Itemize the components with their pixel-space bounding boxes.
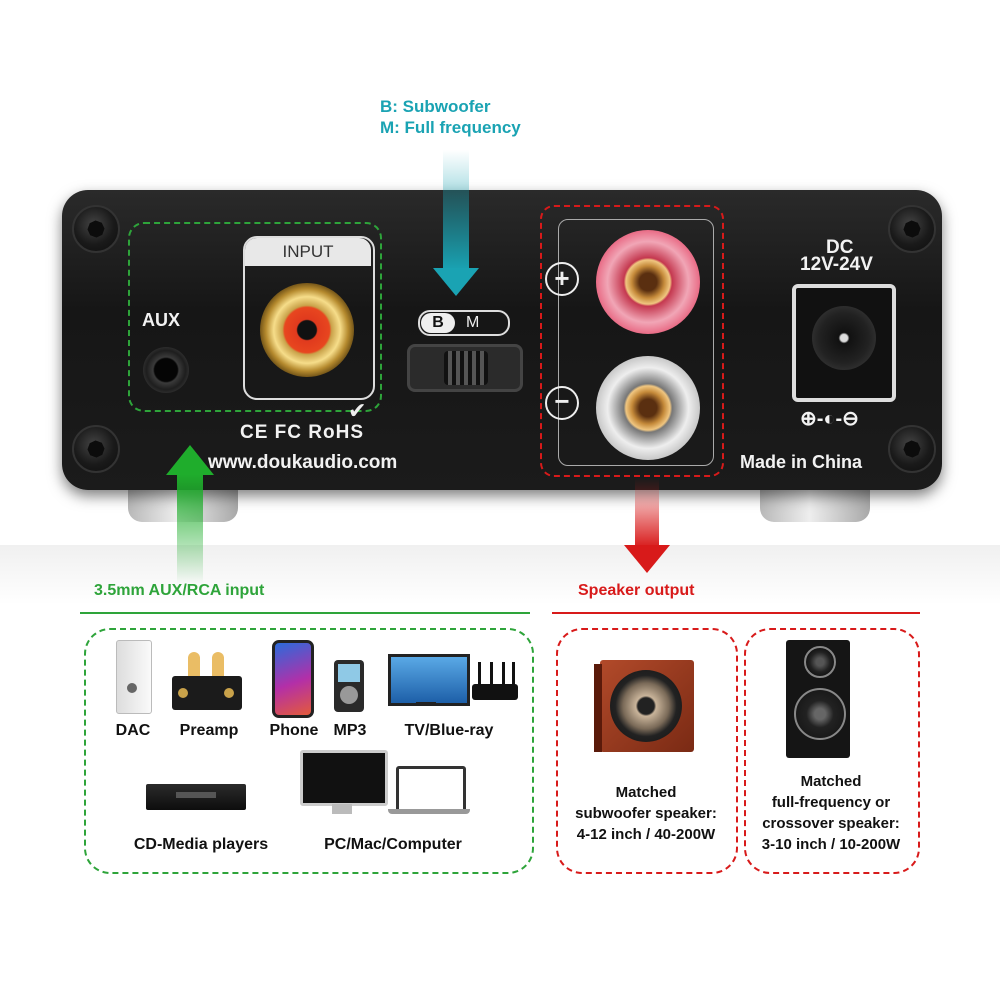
output-arrow-shaft	[635, 478, 659, 548]
dc-label: DC	[826, 237, 854, 258]
terminal-frame	[558, 219, 714, 466]
laptop-base	[388, 809, 470, 814]
input-frame	[243, 236, 375, 400]
source-label-phone: Phone	[269, 722, 319, 739]
plus-icon: +	[545, 262, 579, 296]
switch-b-label: B	[421, 313, 455, 333]
dc-jack[interactable]	[792, 284, 896, 402]
source-label-cd: CD-Media players	[133, 836, 269, 853]
surface-reflection	[0, 545, 1000, 605]
mode-switch[interactable]	[407, 344, 523, 392]
input-divider	[80, 612, 530, 614]
output-divider	[552, 612, 920, 614]
switch-callout-line2: M: Full frequency	[380, 118, 521, 137]
aux-label: AUX	[142, 310, 181, 330]
check-icon: ✔	[348, 398, 367, 423]
source-label-mp3: MP3	[333, 722, 367, 739]
tv-device-icon	[388, 654, 470, 706]
laptop-device-icon	[396, 766, 466, 812]
switch-arrow-icon	[433, 268, 479, 296]
fullrange-line1: Matched	[800, 773, 862, 790]
certification-marks: CE FC RoHS	[240, 422, 364, 443]
speaker-output-highlight-box	[540, 205, 724, 477]
switch-arrow-shaft	[443, 150, 469, 270]
subwoofer-line2: subwoofer speaker:	[575, 805, 717, 822]
output-section-title: Speaker output	[578, 582, 695, 599]
source-label-preamp: Preamp	[179, 722, 239, 739]
screw-icon	[72, 205, 120, 253]
switch-toggle[interactable]	[444, 351, 488, 385]
fullrange-line3: crossover speaker:	[762, 815, 900, 832]
fullrange-box	[744, 628, 920, 874]
aux-jack-icon[interactable]	[143, 347, 189, 393]
source-label-pc: PC/Mac/Computer	[324, 836, 462, 853]
preamp-device-icon	[172, 652, 242, 710]
output-arrow-icon	[624, 545, 670, 573]
input-highlight-box	[128, 222, 382, 412]
input-arrow-icon	[166, 445, 214, 475]
dc-voltage-label: 12V-24V	[800, 254, 873, 275]
source-label-tv: TV/Blue-ray	[404, 722, 494, 739]
screw-icon	[888, 425, 936, 473]
fullrange-line4: 3-10 inch / 10-200W	[761, 836, 901, 853]
monitor-stand	[332, 804, 352, 814]
monitor-device-icon	[300, 750, 388, 806]
mp3-device-icon	[334, 660, 364, 712]
phone-device-icon	[272, 640, 314, 718]
positive-binding-post-icon[interactable]	[596, 230, 700, 334]
router-device-icon	[472, 684, 518, 700]
subwoofer-line1: Matched	[615, 784, 677, 801]
negative-binding-post-icon[interactable]	[596, 356, 700, 460]
tv-stand	[416, 702, 436, 706]
fullrange-line2: full-frequency or	[771, 794, 891, 811]
minus-icon: −	[545, 386, 579, 420]
screw-icon	[888, 205, 936, 253]
dc-socket-icon	[812, 306, 876, 370]
polarity-icon: ⊕-◐-⊖	[800, 408, 859, 430]
input-sources-box	[84, 628, 534, 874]
source-label-dac: DAC	[115, 722, 151, 739]
switch-m-label: M	[466, 314, 480, 331]
cd-player-device-icon	[146, 784, 246, 810]
switch-callout-line1: B: Subwoofer	[380, 97, 491, 116]
made-in-label: Made in China	[740, 452, 863, 472]
dac-device-icon	[116, 640, 152, 714]
input-label: INPUT	[245, 238, 371, 266]
input-section-title: 3.5mm AUX/RCA input	[94, 582, 265, 599]
subwoofer-speaker-icon	[594, 660, 694, 752]
screw-icon	[72, 425, 120, 473]
subwoofer-line3: 4-12 inch / 40-200W	[576, 826, 716, 843]
rca-jack-icon[interactable]	[260, 283, 354, 377]
website-text: www.doukaudio.com	[208, 452, 398, 473]
subwoofer-box	[556, 628, 738, 874]
bookshelf-speaker-icon	[786, 640, 850, 758]
input-arrow-shaft	[177, 474, 203, 584]
switch-label-frame	[418, 310, 510, 336]
